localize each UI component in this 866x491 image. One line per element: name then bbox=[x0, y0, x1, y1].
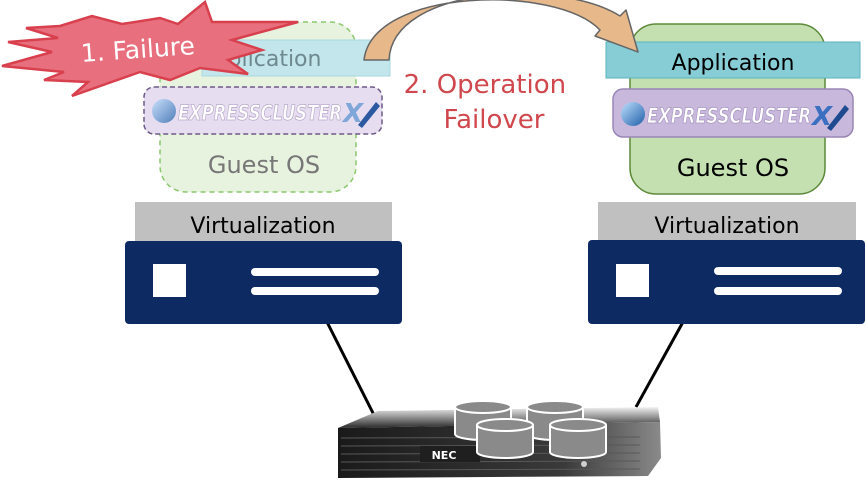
failover-arrow-icon bbox=[363, 0, 639, 61]
operation-label-line-1: 2. Operation bbox=[404, 70, 566, 100]
right-application-label: Application bbox=[672, 51, 795, 76]
right-server-square bbox=[616, 264, 649, 297]
left-virtualization-bar bbox=[135, 202, 392, 246]
left-virtualization-label: Virtualization bbox=[190, 214, 335, 239]
left-server-line-1 bbox=[251, 268, 379, 276]
left-cluster-pen-icon bbox=[358, 102, 380, 128]
left-cluster-logo-icon bbox=[152, 99, 176, 123]
link-right-server-storage bbox=[634, 321, 685, 408]
right-cluster-label: EXPRESSCLUSTER bbox=[647, 104, 811, 128]
operation-label-line-2: Failover bbox=[444, 105, 545, 135]
failure-burst-icon bbox=[1, 0, 299, 98]
storage-brand-label: NEC bbox=[432, 449, 457, 462]
right-cluster-pen-icon bbox=[827, 105, 849, 131]
storage-array: NEC bbox=[338, 400, 661, 478]
left-guest-os-label: Guest OS bbox=[208, 151, 320, 179]
left-server bbox=[125, 241, 402, 324]
right-server-line-2 bbox=[714, 287, 842, 295]
left-cluster-label: EXPRESSCLUSTER bbox=[178, 101, 342, 125]
right-cluster-logo-icon bbox=[621, 102, 645, 126]
left-cluster-bar bbox=[143, 86, 383, 135]
right-cluster-bar bbox=[612, 88, 854, 138]
link-left-server-storage bbox=[325, 321, 377, 418]
storage-status-icon bbox=[581, 461, 587, 467]
right-server bbox=[588, 240, 865, 324]
left-server-square bbox=[153, 264, 186, 297]
right-virtualization-bar bbox=[598, 202, 856, 246]
left-server-line-2 bbox=[251, 287, 379, 295]
right-server-line-1 bbox=[714, 267, 842, 275]
right-virtualization-label: Virtualization bbox=[654, 214, 799, 239]
left-node: Application EXPRESSCLUSTER X Guest OS Vi… bbox=[125, 21, 402, 324]
right-guest-os-label: Guest OS bbox=[677, 154, 789, 182]
right-application-bar bbox=[605, 41, 861, 79]
operation-label: 2. Operation Failover bbox=[404, 70, 575, 135]
disk-icon bbox=[549, 418, 607, 459]
disk-icon bbox=[476, 418, 534, 459]
storage-brand-plate bbox=[420, 446, 480, 462]
failure-burst: 1. Failure bbox=[1, 0, 299, 98]
right-node: Application EXPRESSCLUSTER X Guest OS Vi… bbox=[588, 23, 865, 324]
